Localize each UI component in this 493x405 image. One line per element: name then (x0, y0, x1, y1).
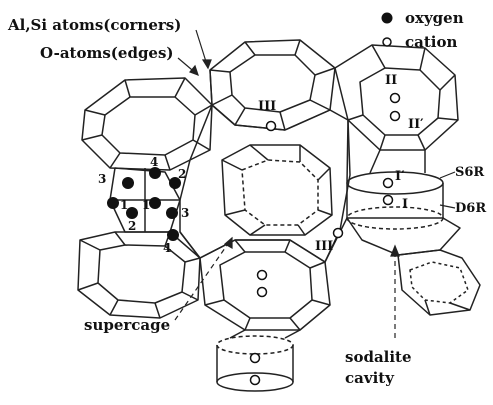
oxygen-number-3b: 3 (181, 206, 189, 220)
sodalite-label-line1: sodalite (345, 348, 412, 366)
supercage-arrow-head (223, 236, 233, 250)
d6r-label: D6R (455, 201, 486, 216)
site-III-label: III (258, 99, 276, 114)
cation-sites (249, 37, 401, 386)
d6r-leader-line (439, 204, 456, 209)
s6r-label: S6R (455, 165, 484, 180)
double-six-ring-right (346, 149, 444, 230)
sodalite-arrow-head (390, 244, 400, 257)
edges-arrow-head (188, 64, 199, 77)
oxygen-number-4b: 4 (163, 241, 171, 255)
framework-lines (77, 39, 481, 392)
o-atoms-edges-label: O-atoms(edges) (40, 44, 174, 62)
oxygen-site-1-right (149, 197, 161, 209)
site-III-prime-label: III′ (315, 239, 337, 254)
leader-lines (174, 29, 456, 338)
oxygen-site-3-right (166, 207, 178, 219)
oxygen-site-4-bottom (167, 229, 179, 241)
oxygen-number-2a: 2 (178, 167, 186, 181)
legend-cation-circle (382, 37, 392, 47)
site-II-prime-label: II′ (408, 117, 424, 132)
cation-site-III-prime (332, 227, 344, 239)
double-six-ring-bottom (216, 329, 301, 392)
cation-site-bottom-3 (249, 352, 261, 364)
oxygen-number-2b: 2 (128, 219, 136, 233)
s6r-leader-line (439, 171, 456, 179)
legend-oxygen-dot (381, 12, 393, 24)
legend-cation-label: cation (405, 33, 457, 51)
cation-site-I (382, 194, 394, 206)
cation-site-II-prime (389, 110, 401, 122)
sodalite-cage-top-right (334, 44, 459, 151)
cation-site-bottom-2 (256, 286, 268, 298)
sodalite-label-line2: cavity (345, 369, 395, 387)
oxygen-number-1b: 1 (142, 198, 150, 212)
oxygen-number-1a: 1 (120, 198, 128, 212)
supercage-pointer-line (174, 237, 233, 321)
cation-site-bottom-1 (256, 269, 268, 281)
site-I-label: I (402, 197, 408, 212)
site-I-prime-label: I′ (395, 169, 405, 184)
oxygen-site-1-left (107, 197, 119, 209)
oxygen-number-3a: 3 (98, 172, 106, 186)
cation-site-II (389, 92, 401, 104)
sodalite-cage-right-lower (346, 217, 481, 316)
oxygen-site-2-right (169, 177, 181, 189)
cation-site-bottom-4 (249, 374, 261, 386)
oxygen-number-4a: 4 (150, 155, 158, 169)
oxygen-atoms (107, 12, 393, 241)
oxygen-site-4-top (149, 167, 161, 179)
corners-arrow-head (201, 59, 212, 70)
supercage-label: supercage (84, 316, 170, 334)
legend-oxygen-label: oxygen (405, 9, 464, 27)
labels: Al,Si atoms(corners) O-atoms(edges) oxyg… (7, 9, 486, 387)
oxygen-site-3-left (122, 177, 134, 189)
cation-site-I-prime (382, 177, 394, 189)
oxygen-site-2-left (126, 207, 138, 219)
site-II-label: II (385, 73, 397, 88)
cation-site-III (265, 120, 277, 132)
atoms-corners-label: Al,Si atoms(corners) (7, 16, 181, 34)
sodalite-cage-left-lower (77, 231, 201, 319)
sodalite-cage-left (81, 77, 213, 171)
